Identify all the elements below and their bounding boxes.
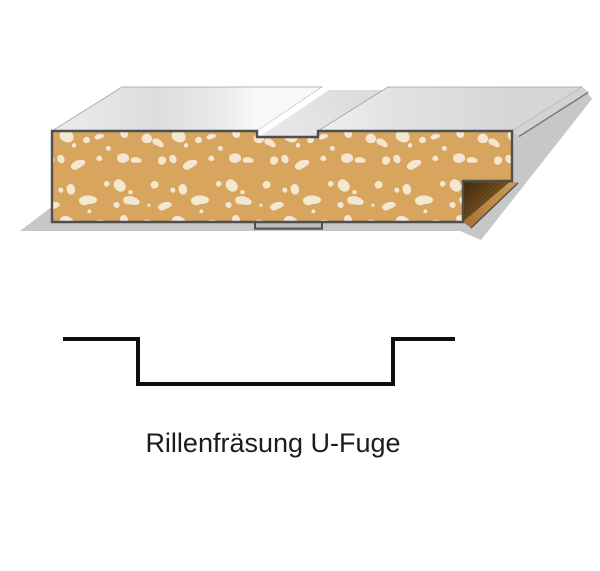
- rabbet-floor: [463, 181, 518, 228]
- chipboard-front-face: [50, 129, 514, 224]
- groove-highlight-wall: [257, 87, 329, 137]
- panel-right-end: [512, 87, 589, 138]
- groove-floor: [259, 90, 386, 137]
- right-end-band: [512, 87, 589, 136]
- rabbet-cut: [463, 181, 519, 229]
- panel-top-surface: [50, 86, 584, 137]
- u-profile-drawing: [63, 337, 455, 386]
- rabbet-floor-edge: [470, 182, 519, 229]
- right-end-band-edge: [518, 91, 589, 138]
- caption: Rillenfräsung U-Fuge: [145, 428, 400, 458]
